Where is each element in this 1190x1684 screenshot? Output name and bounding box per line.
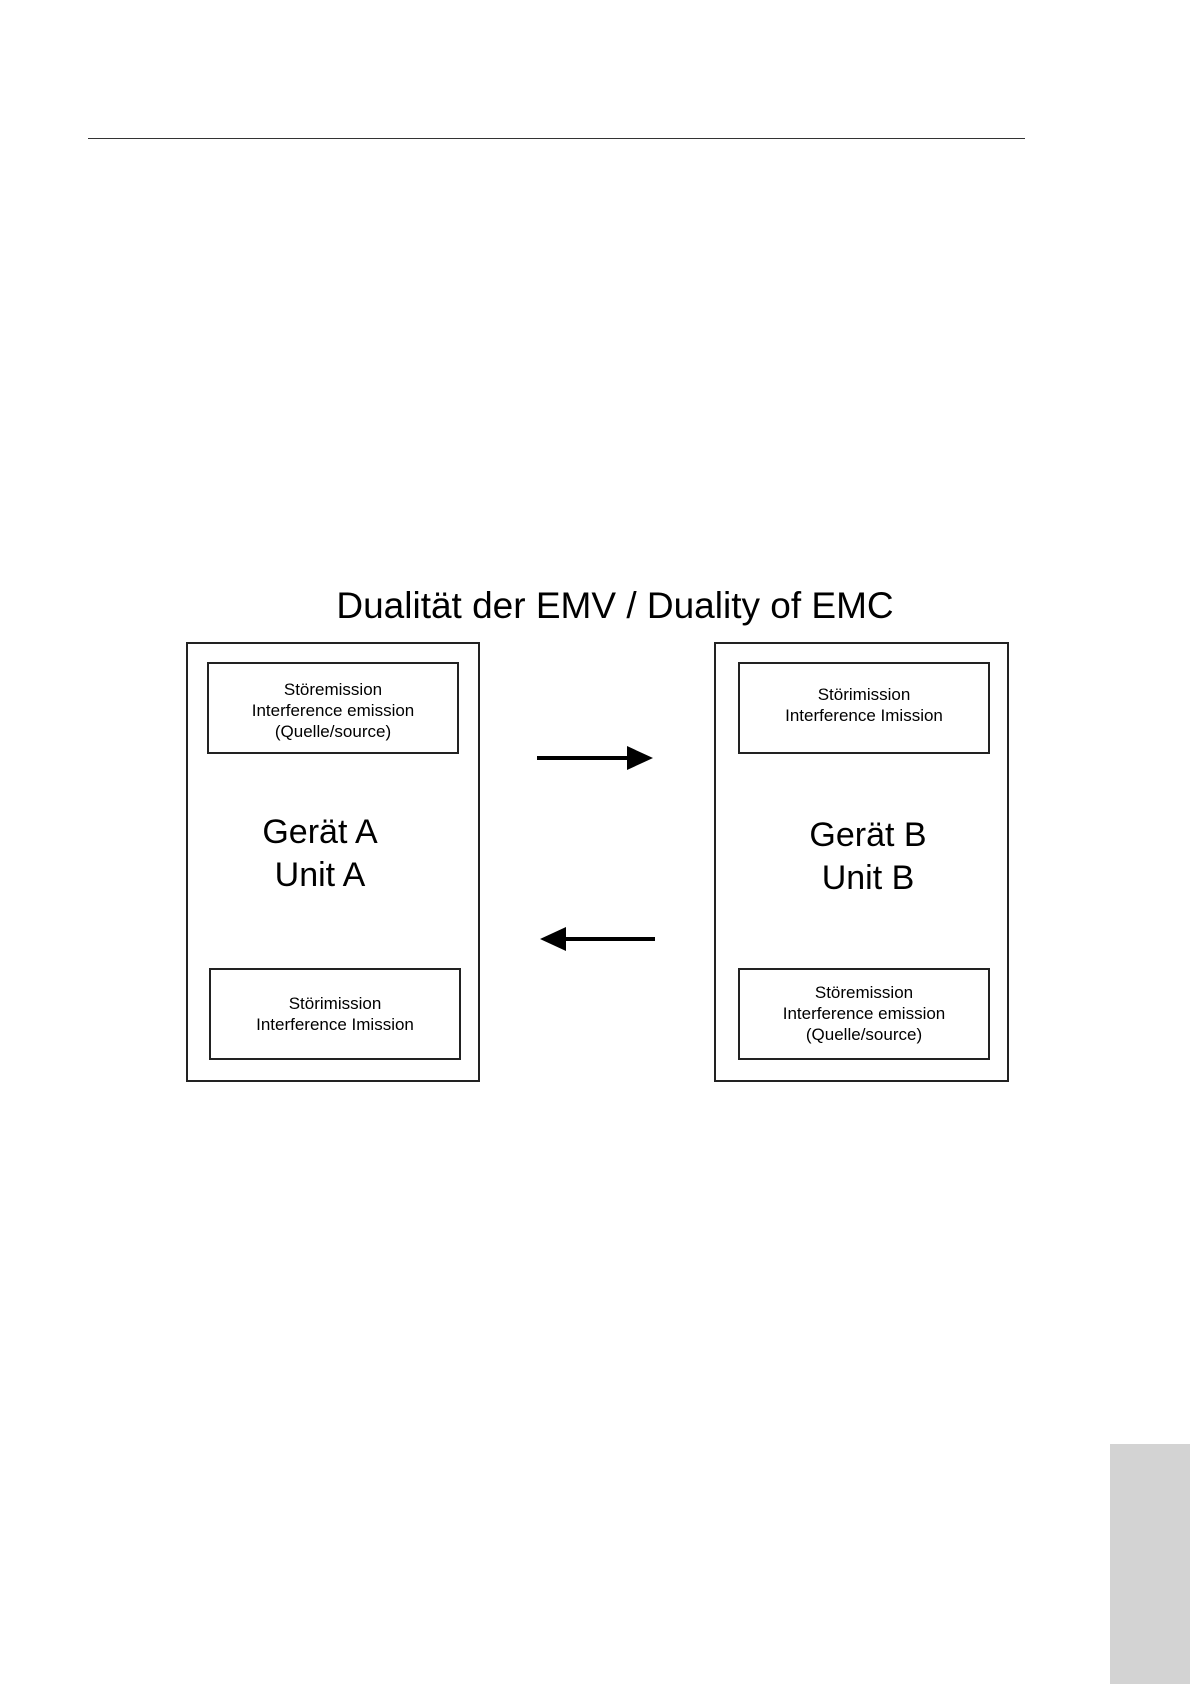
unit-b-name: Gerät B Unit B xyxy=(768,814,968,900)
unit-a-name-en: Unit A xyxy=(220,854,420,897)
unit-a-name-de: Gerät A xyxy=(220,811,420,854)
header-rule xyxy=(88,138,1025,139)
page-edge-tab xyxy=(1110,1444,1190,1684)
unit-b-emission-en: Interference emission xyxy=(740,1003,988,1024)
unit-a-imission-en: Interference Imission xyxy=(211,1014,459,1035)
unit-b-imission-de: Störimission xyxy=(740,684,988,705)
unit-a-emission-en: Interference emission xyxy=(209,700,457,721)
unit-b-emission-source: (Quelle/source) xyxy=(740,1024,988,1045)
unit-b-emission-de: Störemission xyxy=(740,982,988,1003)
arrow-right-icon xyxy=(535,744,655,772)
unit-a-emission-source: (Quelle/source) xyxy=(209,721,457,742)
unit-b-imission-box: Störimission Interference Imission xyxy=(738,662,990,754)
unit-a-emission-box: Störemission Interference emission (Quel… xyxy=(207,662,459,754)
unit-b-imission-en: Interference Imission xyxy=(740,705,988,726)
arrow-left-icon xyxy=(538,925,658,953)
unit-a-imission-box: Störimission Interference Imission xyxy=(209,968,461,1060)
unit-b-name-de: Gerät B xyxy=(768,814,968,857)
diagram-title: Dualität der EMV / Duality of EMC xyxy=(300,584,930,628)
unit-a-name: Gerät A Unit A xyxy=(220,811,420,897)
unit-b-name-en: Unit B xyxy=(768,857,968,900)
unit-b-emission-box: Störemission Interference emission (Quel… xyxy=(738,968,990,1060)
unit-a-emission-de: Störemission xyxy=(209,679,457,700)
unit-a-imission-de: Störimission xyxy=(211,993,459,1014)
